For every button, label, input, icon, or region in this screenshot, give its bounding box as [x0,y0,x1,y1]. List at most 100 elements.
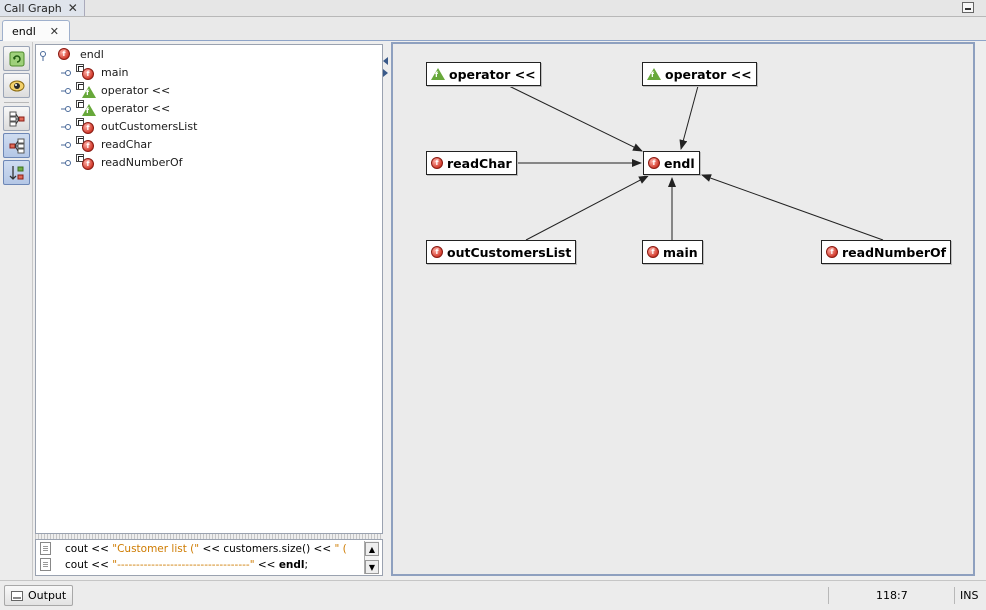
function-icon: f [82,122,94,134]
refresh-icon [9,51,24,66]
close-window-icon[interactable]: ✕ [67,1,78,15]
graph-edge [701,174,884,241]
graph-node-readnumberof[interactable]: f readNumberOf [821,240,952,264]
tab-label: endl [12,24,36,38]
tree-row[interactable]: f main [36,64,382,82]
direction-button[interactable] [3,160,30,185]
node-label: readNumberOf [842,244,947,260]
refresh-button[interactable] [3,46,30,71]
call-graph-window-tab[interactable]: Call Graph ✕ [0,0,85,16]
minimize-window-icon[interactable] [962,2,974,13]
tree-row[interactable]: f readNumberOf [36,154,382,172]
tree-item-label: readNumberOf [101,156,183,169]
collapsed-toggle-icon[interactable] [61,87,71,97]
call-arrow-icon [76,136,84,144]
document-icon [40,542,51,555]
focus-button[interactable] [3,73,30,98]
code-text: << [254,558,279,571]
code-text: << customers.size() << [199,542,335,555]
function-icon: f [82,158,94,170]
code-string: "-----------------------------------" [112,558,255,571]
operator-icon [82,86,96,98]
code-text: cout << [65,542,113,555]
panel-splitter[interactable] [35,534,383,539]
tree-item-label: operator << [101,102,171,115]
scroll-up-icon[interactable]: ▲ [365,542,379,556]
toolbar-separator [4,102,29,103]
collapsed-toggle-icon[interactable] [61,105,71,115]
graph-node-operator-1[interactable]: operator << [426,62,541,86]
document-tab-bar: endl ✕ [0,17,986,41]
call-arrow-icon [76,118,84,126]
output-icon [11,590,23,601]
tab-endl[interactable]: endl ✕ [2,20,70,41]
focus-icon [9,80,24,91]
graph-edge [525,175,649,241]
collapsed-toggle-icon[interactable] [61,69,71,79]
function-icon: f [58,48,70,60]
expanded-toggle-icon[interactable] [40,51,50,61]
collapsed-toggle-icon[interactable] [61,123,71,133]
function-icon: f [648,157,660,169]
direction-icon [9,165,23,180]
function-icon: f [647,246,659,258]
tree-row[interactable]: operator << [36,82,382,100]
callers-icon [9,111,24,126]
tree-item-label: main [101,66,129,79]
code-keyword: endl [278,558,305,571]
call-graph-canvas[interactable]: operator << operator << f readChar f end… [391,42,975,576]
node-label: main [663,244,698,260]
callees-icon [9,138,24,153]
tree-item-label: operator << [101,84,171,97]
function-icon: f [82,68,94,80]
collapse-arrows[interactable] [382,57,388,87]
collapsed-toggle-icon[interactable] [61,159,71,169]
call-graph-toolbar [0,42,33,580]
graph-edge [679,85,699,150]
node-label: operator << [449,66,536,82]
output-label: Output [28,589,67,602]
function-icon: f [431,246,443,258]
graph-node-readchar[interactable]: f readChar [426,151,517,175]
tree-item-label: outCustomersList [101,120,198,133]
source-scrollbar[interactable]: ▲ ▼ [364,541,379,574]
function-icon: f [826,246,838,258]
tree-item-label: readChar [101,138,152,151]
source-preview: cout << "Customer list (" << customers.s… [35,539,383,576]
source-line[interactable]: cout << "Customer list (" << customers.s… [40,541,371,556]
code-text: ; [304,558,309,571]
operator-icon [647,68,661,80]
tree-row[interactable]: operator << [36,100,382,118]
tree-row[interactable]: f outCustomersList [36,118,382,136]
graph-node-outcustomerslist[interactable]: f outCustomersList [426,240,577,264]
scroll-down-icon[interactable]: ▼ [365,560,379,574]
code-string: " ( [334,542,347,555]
operator-icon [82,104,96,116]
status-bar: Output 118:7 INS [0,580,986,610]
function-icon: f [431,157,443,169]
expand-right-icon[interactable] [383,69,388,77]
close-tab-icon[interactable]: ✕ [49,24,59,38]
tree-row[interactable]: f readChar [36,136,382,154]
graph-node-operator-2[interactable]: operator << [642,62,757,86]
code-string: "Customer list (" [112,542,200,555]
callers-button[interactable] [3,106,30,131]
source-line[interactable]: cout << "-------------------------------… [40,557,371,572]
call-arrow-icon [76,64,84,72]
code-text: cout << [65,558,113,571]
callees-button[interactable] [3,133,30,158]
call-tree: f endl f main operator << operator << f … [35,44,383,534]
node-label: endl [664,155,695,171]
collapse-left-icon[interactable] [383,57,388,65]
cursor-position: 118:7 [828,587,954,604]
call-arrow-icon [76,154,84,162]
graph-node-main[interactable]: f main [642,240,703,264]
output-button[interactable]: Output [4,585,73,606]
graph-node-endl[interactable]: f endl [643,151,700,175]
node-label: outCustomersList [447,244,572,260]
tree-root[interactable]: f endl [36,46,382,64]
operator-icon [431,68,445,80]
function-icon: f [82,140,94,152]
window-title-bar: Call Graph ✕ [0,0,986,17]
collapsed-toggle-icon[interactable] [61,141,71,151]
